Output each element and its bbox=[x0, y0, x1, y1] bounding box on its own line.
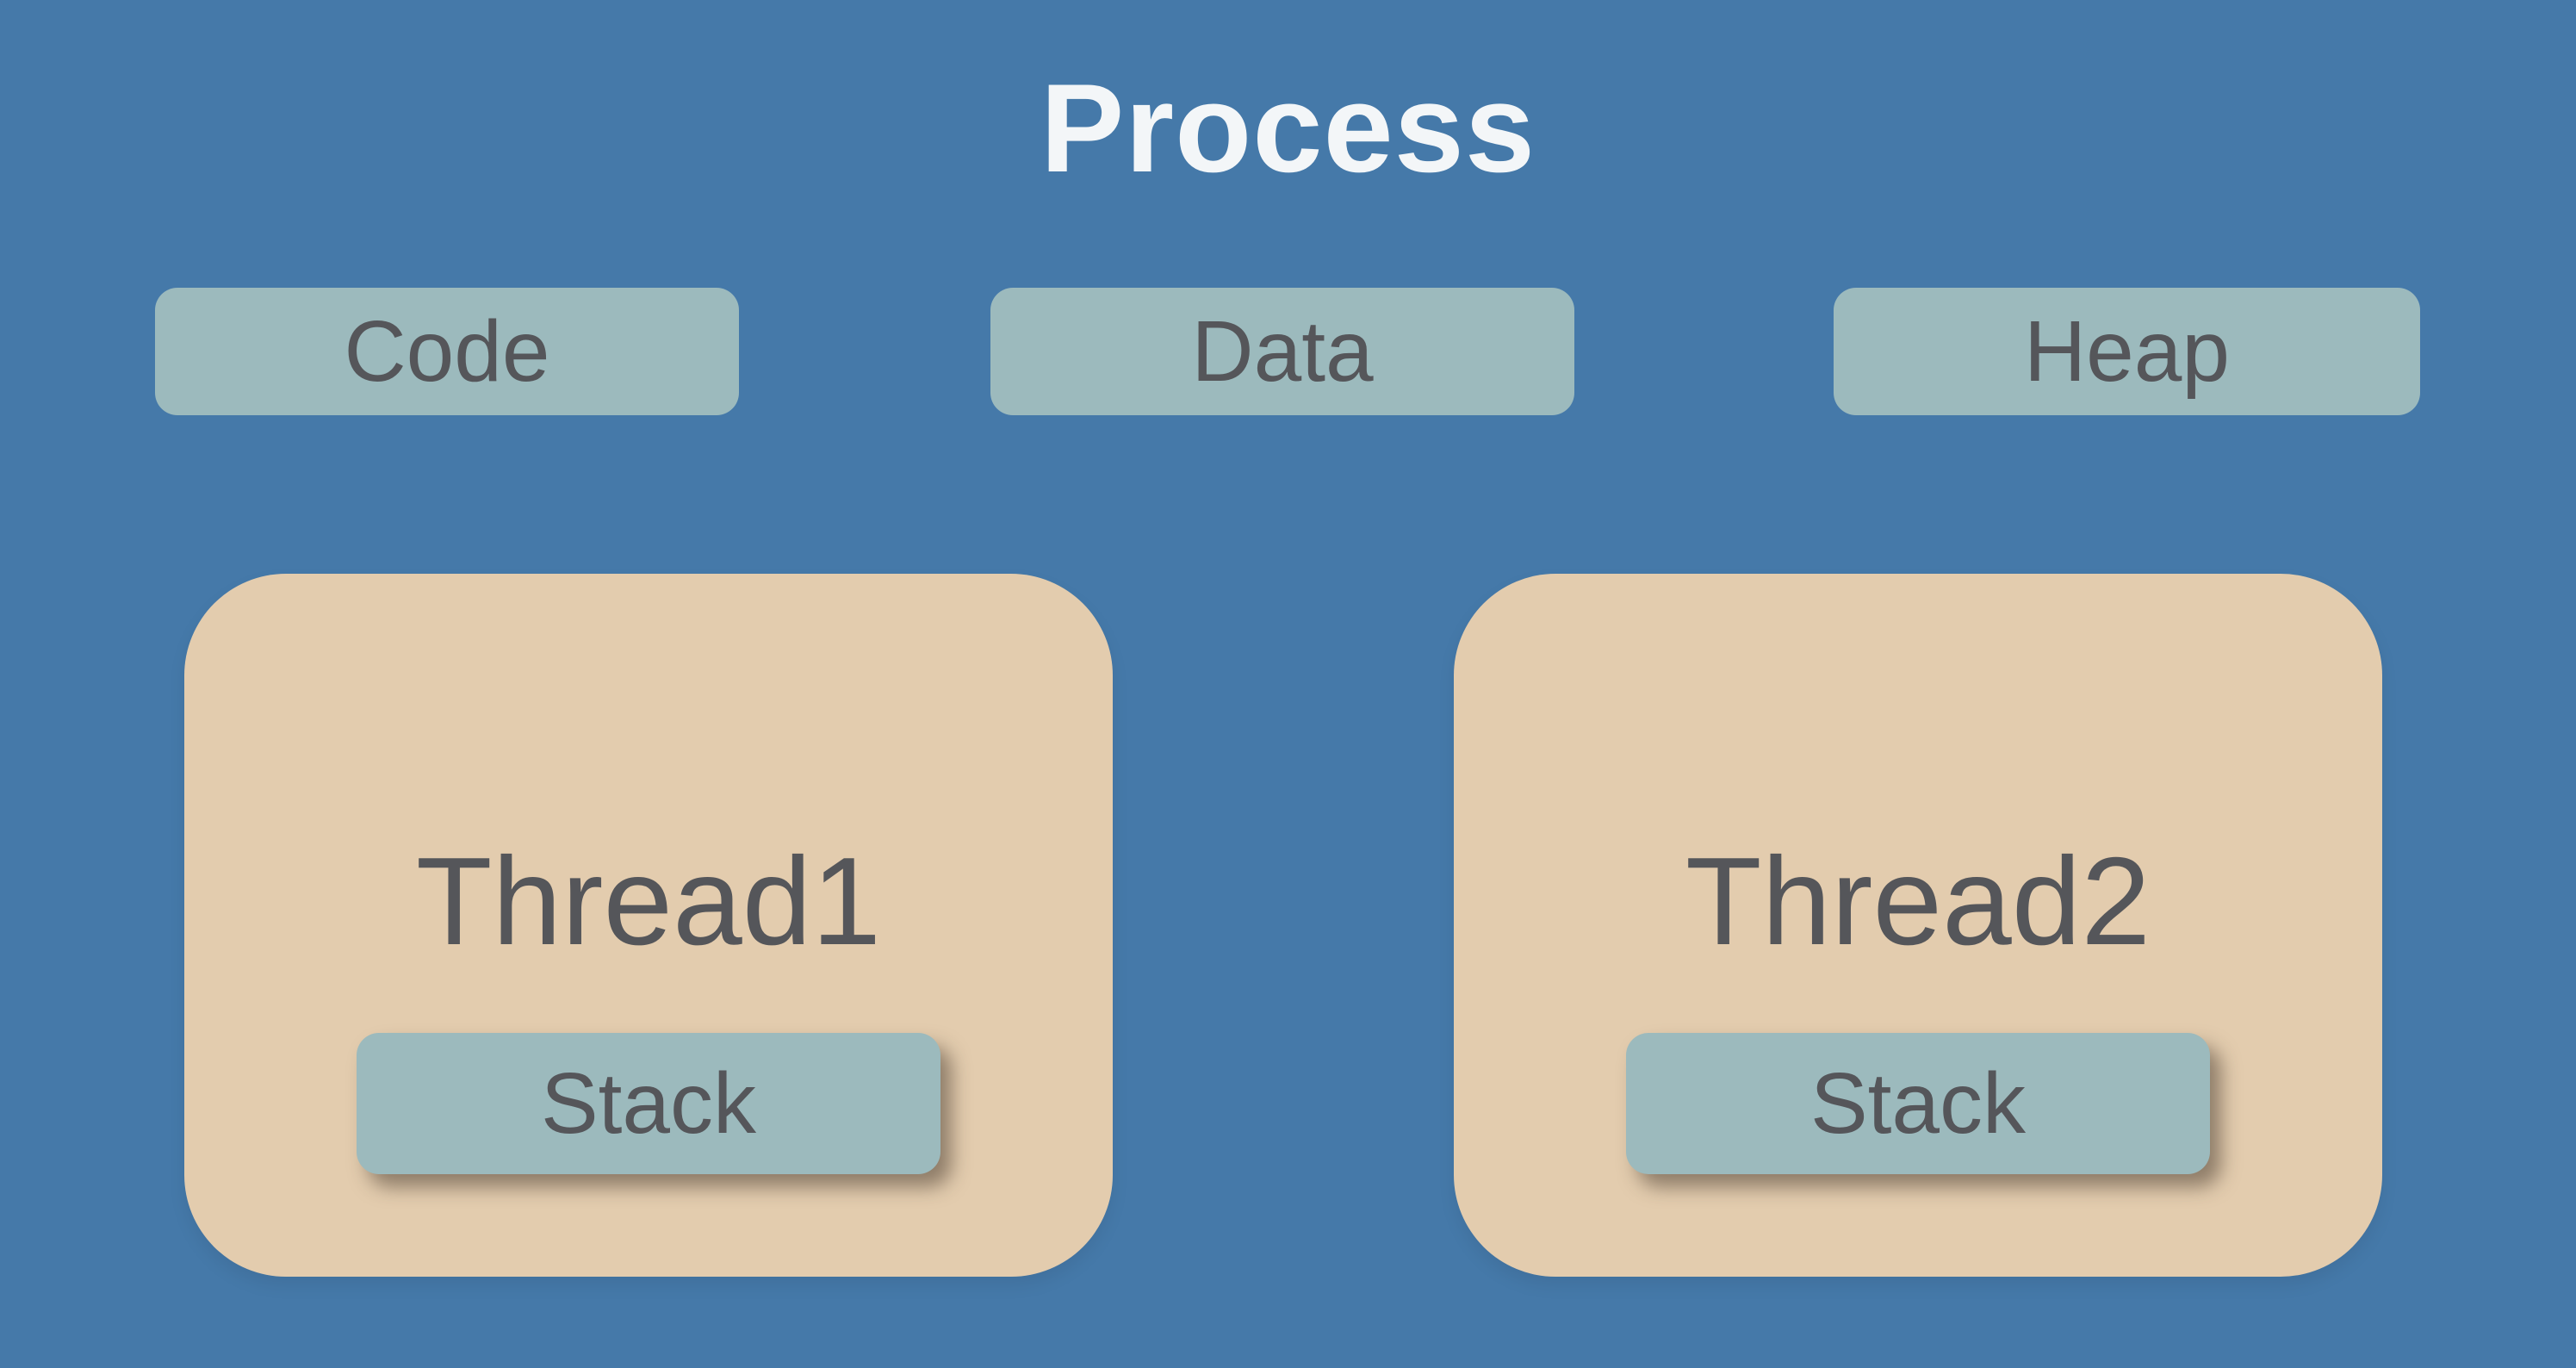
segment-label-heap: Heap bbox=[2023, 303, 2231, 400]
segment-label-data: Data bbox=[1191, 303, 1374, 400]
thread-label-1: Thread1 bbox=[415, 831, 882, 971]
stack-box-1: Stack bbox=[357, 1033, 940, 1174]
thread-label-2: Thread2 bbox=[1685, 831, 2151, 971]
segment-box-code: Code bbox=[155, 288, 739, 415]
stack-label-2: Stack bbox=[1809, 1055, 2027, 1152]
diagram-title: Process bbox=[1040, 58, 1536, 198]
thread-box-2: Thread2 Stack bbox=[1454, 574, 2382, 1277]
segment-box-heap: Heap bbox=[1834, 288, 2420, 415]
segment-label-code: Code bbox=[344, 303, 550, 400]
stack-box-2: Stack bbox=[1626, 1033, 2210, 1174]
thread-box-1: Thread1 Stack bbox=[184, 574, 1113, 1277]
stack-label-1: Stack bbox=[540, 1055, 757, 1152]
segment-box-data: Data bbox=[990, 288, 1574, 415]
